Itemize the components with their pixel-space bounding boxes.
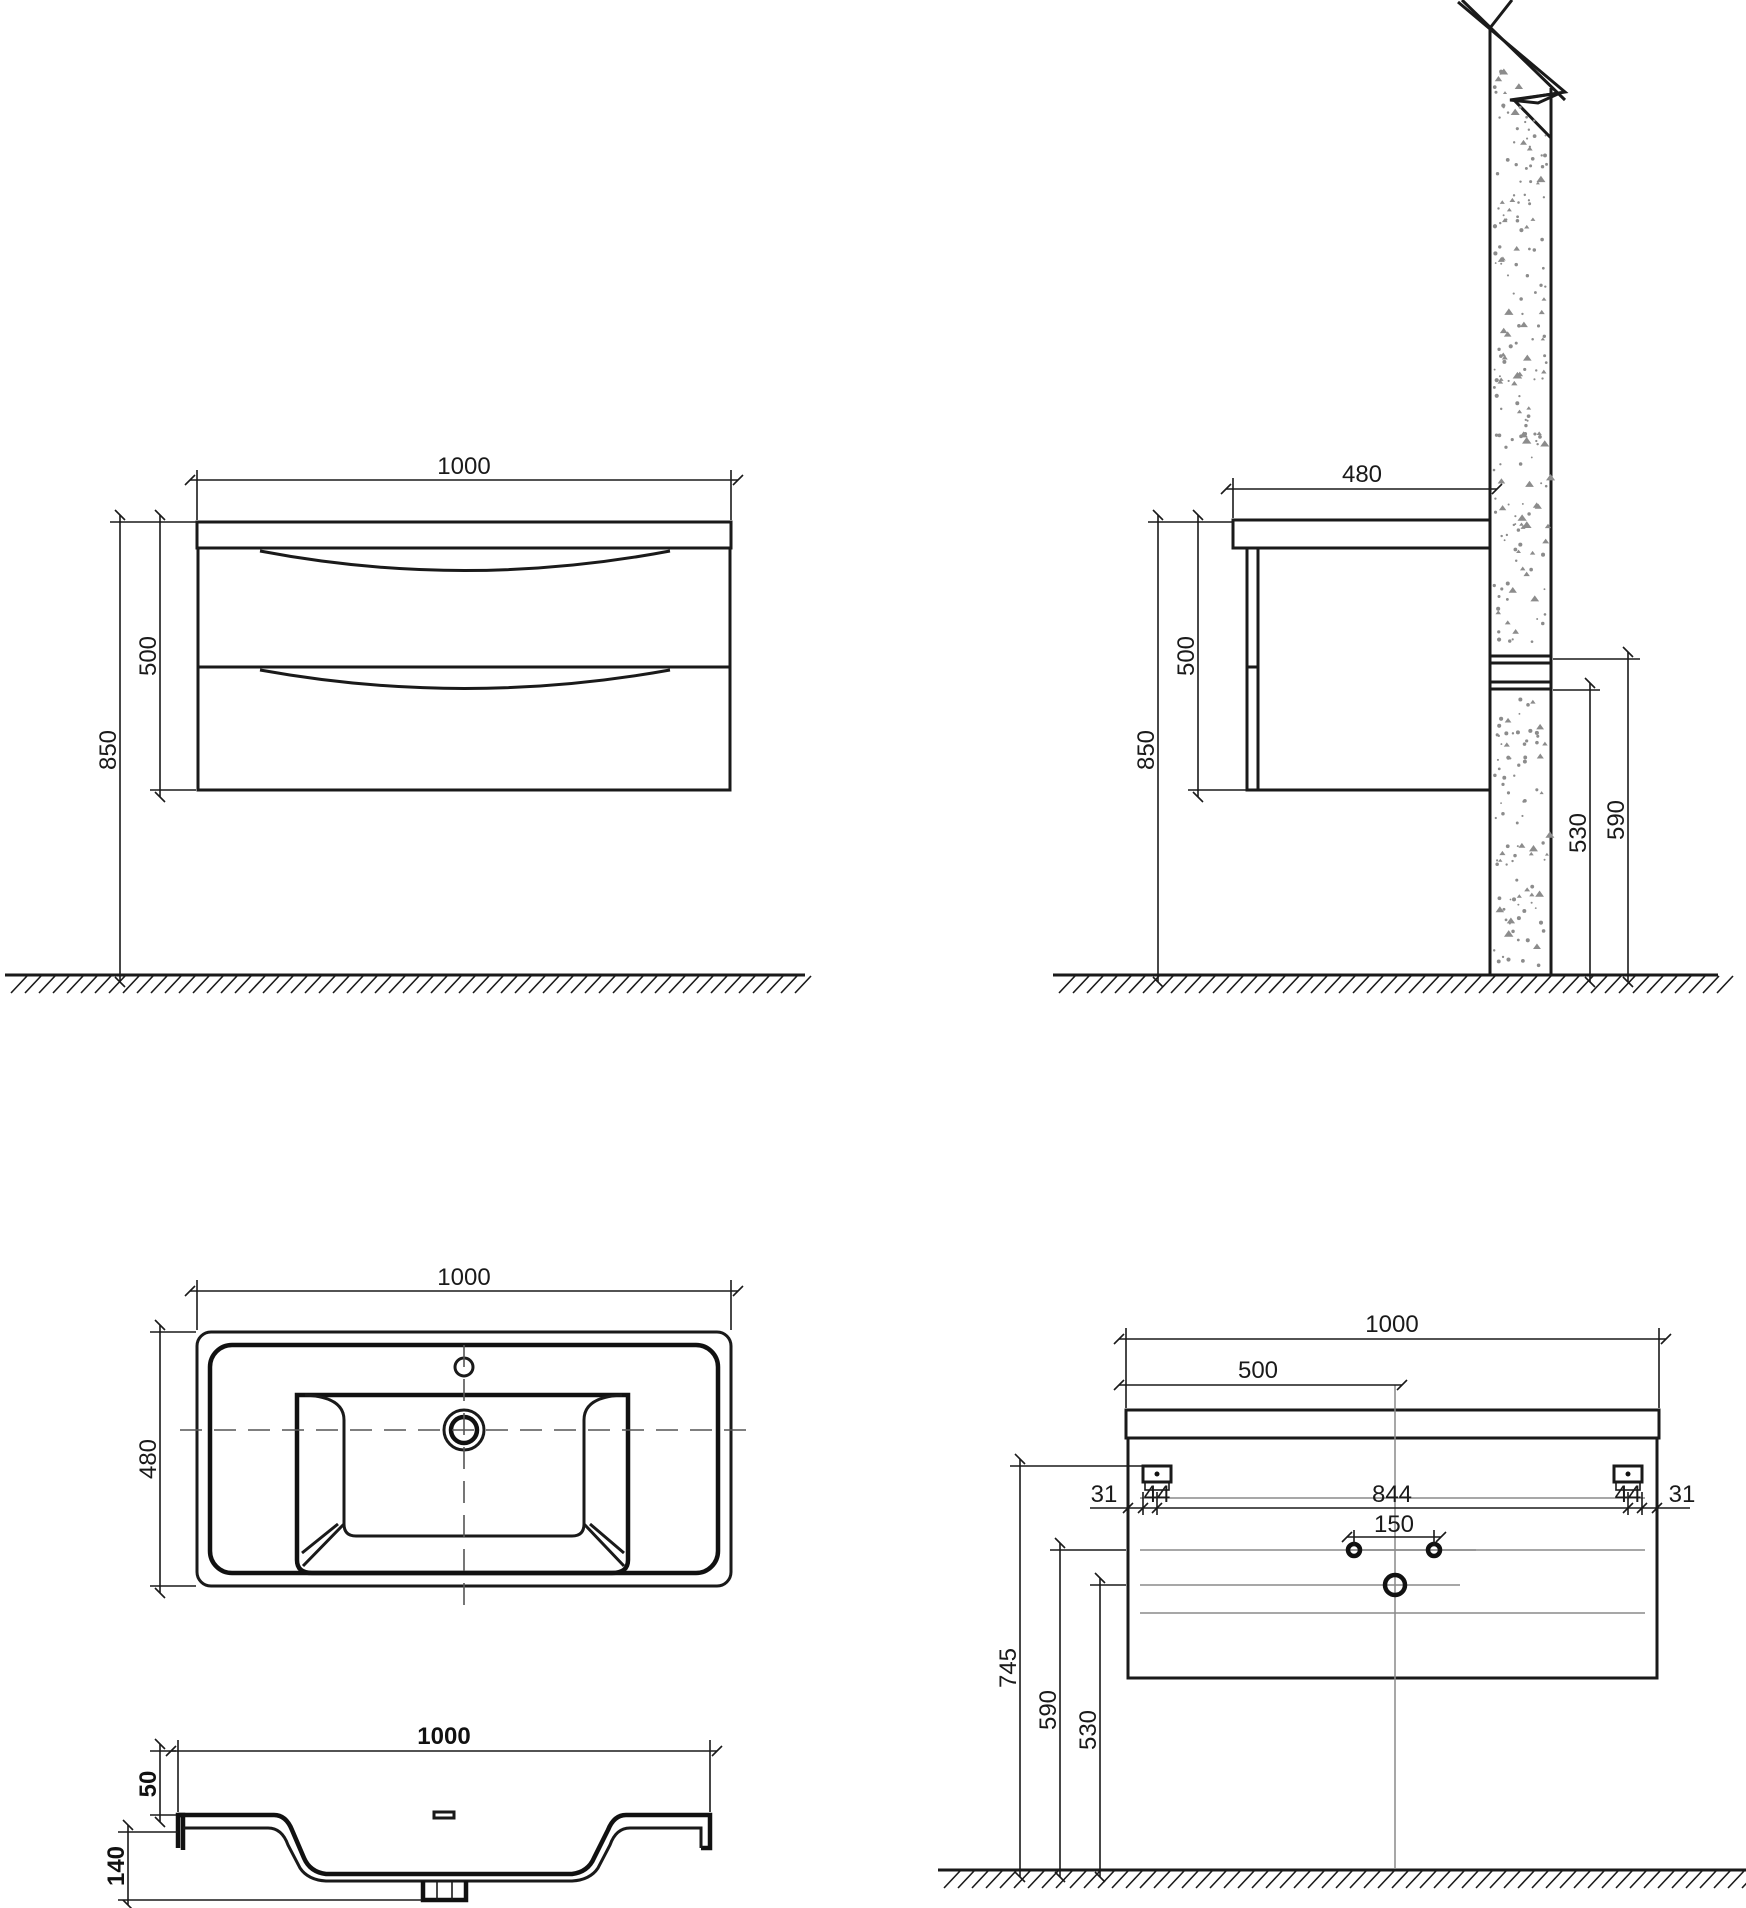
- countertop-side: [1231, 518, 1492, 550]
- section-overflow: [432, 1810, 456, 1820]
- floor-hatch-back: [943, 1870, 1746, 1889]
- front-total-height-label: 850: [95, 730, 122, 770]
- front-drawer-height-label: 500: [135, 636, 162, 676]
- back-bracket-spacing-label: 844: [1372, 1481, 1412, 1508]
- drain-hole-back: [1382, 1572, 1408, 1598]
- basin-top-view: 1000 480: [135, 1264, 750, 1605]
- side-view: 480 500 850 590 530: [1053, 0, 1734, 994]
- bowl-outer: [294, 1392, 631, 1576]
- section-width-label: 1000: [417, 1723, 470, 1750]
- section-left-lip: [175, 1812, 186, 1850]
- back-right-edge-label: 31: [1669, 1481, 1696, 1508]
- basin-width-label: 1000: [437, 1264, 490, 1291]
- wall-texture: [1492, 68, 1556, 968]
- basin-depth-label: 480: [135, 1439, 162, 1479]
- bowl-corners: [301, 1522, 626, 1568]
- back-pipe-high-label: 590: [1035, 1690, 1062, 1730]
- drawer-handle-top: [259, 549, 671, 572]
- drawer-handle-bottom: [259, 668, 671, 690]
- back-right-bracket-label: 44: [1615, 1481, 1642, 1508]
- basin-section-view: 1000 50 140: [103, 1723, 723, 1908]
- cabinet-body: [196, 546, 732, 792]
- side-total-height-label: 850: [1133, 730, 1160, 770]
- countertop: [195, 520, 733, 550]
- back-view: 1000 500 31 44 844 44 31 150 745 590: [938, 1311, 1746, 1889]
- section-rim-height-label: 50: [135, 1771, 162, 1798]
- cabinet-side: [1245, 546, 1492, 792]
- bracket-dim-ticks: [1122, 1502, 1663, 1514]
- side-pipe-low-label: 530: [1565, 813, 1592, 853]
- side-pipe-high-label: 590: [1603, 800, 1630, 840]
- back-bracket-height-label: 745: [995, 1648, 1022, 1688]
- back-left-edge-label: 31: [1091, 1481, 1118, 1508]
- section-bowl-depth-label: 140: [103, 1846, 130, 1886]
- section-profile: [178, 1812, 713, 1877]
- side-depth-label: 480: [1342, 461, 1382, 488]
- back-half-width-label: 500: [1238, 1357, 1278, 1384]
- floor-hatch: [10, 975, 812, 994]
- front-view: 1000 500 850: [5, 453, 812, 994]
- countertop-back: [1124, 1408, 1661, 1440]
- bracket-right: [1612, 1464, 1644, 1491]
- bracket-left: [1141, 1464, 1173, 1491]
- floor-hatch-side: [1058, 975, 1734, 994]
- back-tap-spacing-label: 150: [1374, 1511, 1414, 1538]
- back-pipe-low-label: 530: [1075, 1710, 1102, 1750]
- cabinet-back: [1126, 1436, 1659, 1680]
- side-drawer-height-label: 500: [1173, 636, 1200, 676]
- front-width-label: 1000: [437, 453, 490, 480]
- back-left-bracket-label: 44: [1144, 1481, 1171, 1508]
- wall: [1457, 0, 1569, 975]
- section-inner: [183, 1826, 703, 1883]
- section-drain: [420, 1881, 469, 1903]
- back-width-label: 1000: [1365, 1311, 1418, 1338]
